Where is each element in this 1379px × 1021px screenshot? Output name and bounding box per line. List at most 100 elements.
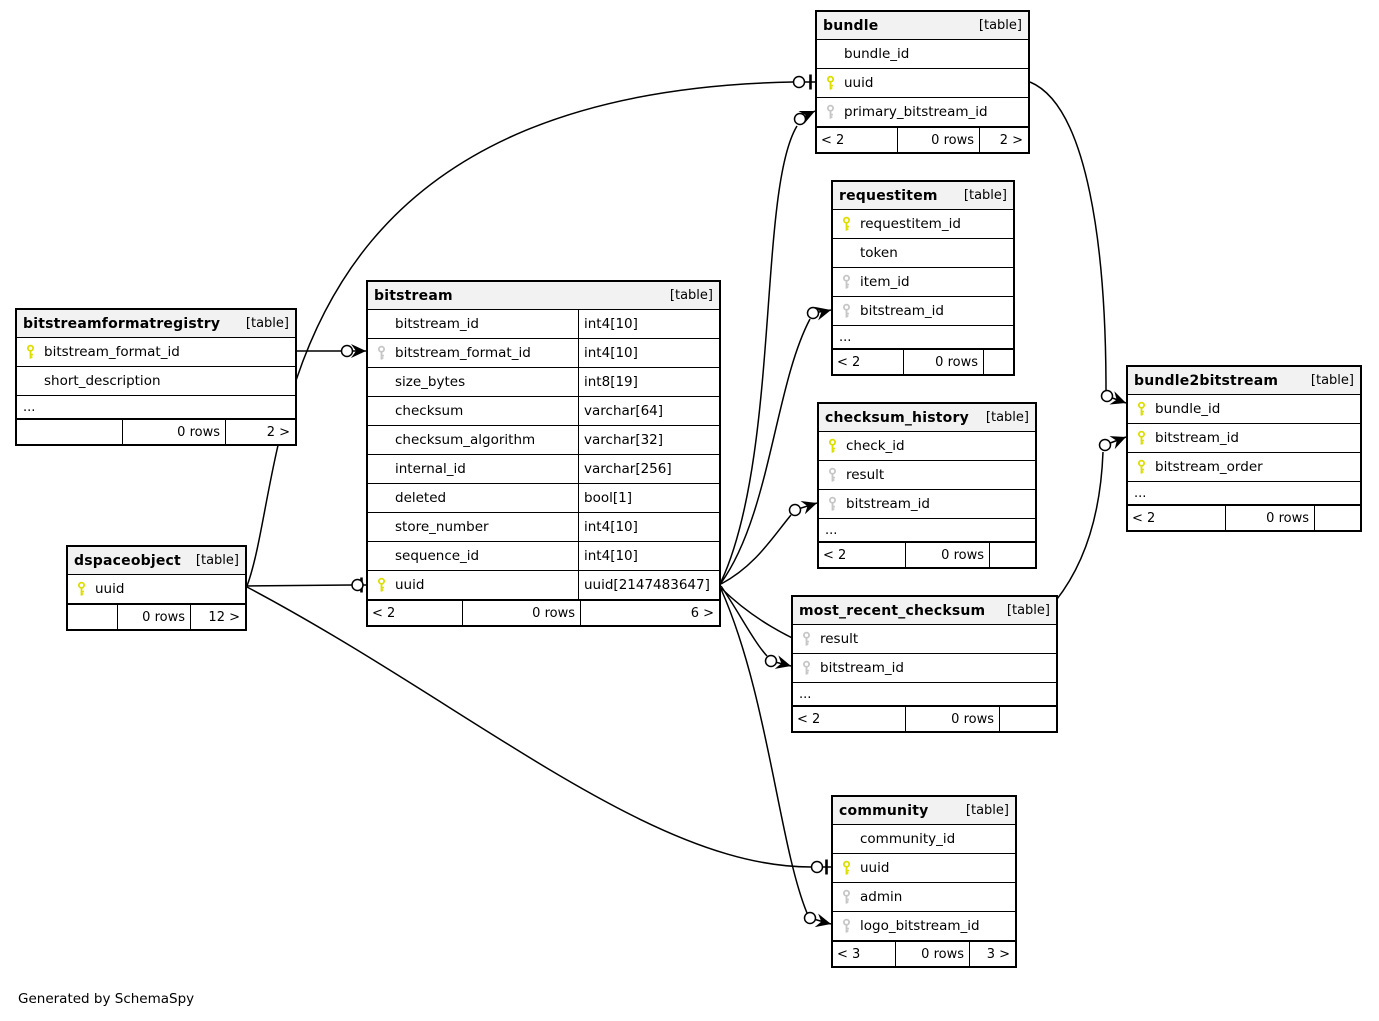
key-cell [819, 467, 846, 483]
column-name: check_id [846, 438, 905, 454]
crow-foot-arrow-icon [814, 913, 831, 928]
table-header-checksum_history[interactable]: checksum_history[table] [819, 404, 1035, 432]
table-header-bitstream[interactable]: bitstream[table] [368, 282, 719, 310]
pager-next: 2 > [979, 128, 1028, 152]
table-name: dspaceobject [74, 552, 181, 569]
table-header-bundle[interactable]: bundle[table] [817, 12, 1028, 40]
key-cell [833, 918, 860, 934]
primary-key-icon [829, 438, 836, 453]
key-cell [819, 496, 846, 512]
column-row-uuid: uuid [817, 69, 1028, 98]
column-row-uuid: uuid [68, 575, 245, 604]
relationship-bitstream.uuid-to-requestitem.bitstream_id [720, 306, 832, 584]
column-type: bool[1] [578, 484, 719, 512]
relationship-dspaceobject.uuid-to-bundle.uuid [246, 74, 815, 587]
column-name: token [860, 245, 898, 261]
table-header-most_recent_checksum[interactable]: most_recent_checksum[table] [793, 597, 1056, 625]
more-columns-row: ... [793, 683, 1056, 706]
column-row-primary_bitstream_id: primary_bitstream_id [817, 98, 1028, 127]
column-name: bundle_id [1155, 401, 1221, 417]
column-name: result [820, 631, 859, 647]
column-name: bitstream_id [1155, 430, 1239, 446]
key-cell [68, 581, 95, 597]
column-row-bitstream_id: bitstream_id [833, 297, 1013, 326]
table-bitstreamformatregistry[interactable]: bitstreamformatregistry[table] bitstream_… [15, 308, 297, 446]
pager-next: 3 > [969, 942, 1015, 966]
column-name: sequence_id [395, 548, 480, 564]
cardinality-circle-icon [810, 860, 824, 874]
key-cell [817, 75, 844, 91]
crow-foot-arrow-icon [814, 306, 831, 321]
cardinality-circle-icon [351, 578, 364, 592]
row-count: 0 rows [903, 350, 983, 374]
relationship-bitstream.uuid-to-most_recent_checksum.bitstream_id [720, 585, 792, 669]
column-type: uuid[2147483647] [578, 571, 719, 599]
table-header-community[interactable]: community[table] [833, 797, 1015, 825]
cardinality-circle-icon [1100, 389, 1114, 403]
column-name: item_id [860, 274, 910, 290]
key-cell [1128, 430, 1155, 446]
crow-foot-arrow-icon [774, 655, 791, 669]
column-name: logo_bitstream_id [860, 918, 980, 934]
pager-prev: < 2 [1132, 510, 1156, 526]
column-name: checksum_algorithm [395, 432, 536, 448]
cardinality-circle-icon [803, 911, 817, 925]
table-name: bundle [823, 17, 879, 34]
pager-prev [68, 605, 117, 629]
column-name: bitstream_format_id [44, 344, 180, 360]
pager-prev [17, 420, 122, 444]
pager-prev: < 2 [837, 354, 861, 370]
table-header-requestitem[interactable]: requestitem[table] [833, 182, 1013, 210]
table-header-bundle2bitstream[interactable]: bundle2bitstream[table] [1128, 367, 1360, 395]
pager-next [1314, 506, 1360, 530]
table-bundle2bitstream[interactable]: bundle2bitstream[table] bundle_id bitstrea… [1126, 365, 1362, 532]
pager-prev: < 3 [837, 946, 861, 962]
key-cell [833, 889, 860, 905]
key-cell [368, 345, 395, 361]
foreign-key-icon [843, 274, 850, 289]
generated-by-note: Generated by SchemaSpy [18, 991, 195, 1007]
column-row-bitstream_id: bitstream_id [819, 490, 1035, 519]
foreign-key-icon [827, 104, 834, 119]
more-columns-row: ... [17, 396, 295, 419]
table-header-dspaceobject[interactable]: dspaceobject[table] [68, 547, 245, 575]
primary-key-icon [27, 344, 34, 359]
relationship-dspaceobject.uuid-to-bitstream.uuid [246, 577, 366, 593]
column-row-logo_bitstream_id: logo_bitstream_id [833, 912, 1015, 941]
primary-key-icon [843, 216, 850, 231]
column-name: checksum [395, 403, 464, 419]
foreign-key-icon [803, 660, 810, 675]
relationship-dspaceobject.uuid-to-community.uuid [246, 586, 831, 875]
row-count: 0 rows [905, 707, 999, 731]
table-name: community [839, 802, 929, 819]
column-row-item_id: item_id [833, 268, 1013, 297]
more-columns-row: ... [833, 326, 1013, 349]
table-header-bitstreamformatregistry[interactable]: bitstreamformatregistry[table] [17, 310, 295, 338]
pager-next: 6 > [580, 601, 719, 625]
column-row-bitstream_order: bitstream_order [1128, 453, 1360, 482]
more-columns-row: ... [1128, 482, 1360, 505]
pager-next [989, 543, 1035, 567]
cardinality-circle-icon [764, 654, 778, 668]
table-footer: < 2 0 rows [833, 349, 1013, 374]
table-tag: [table] [985, 410, 1029, 425]
crow-foot-arrow-icon [798, 110, 815, 124]
cardinality-circle-icon [788, 503, 802, 517]
row-count: 0 rows [897, 128, 979, 152]
cardinality-circle-icon [793, 112, 807, 126]
